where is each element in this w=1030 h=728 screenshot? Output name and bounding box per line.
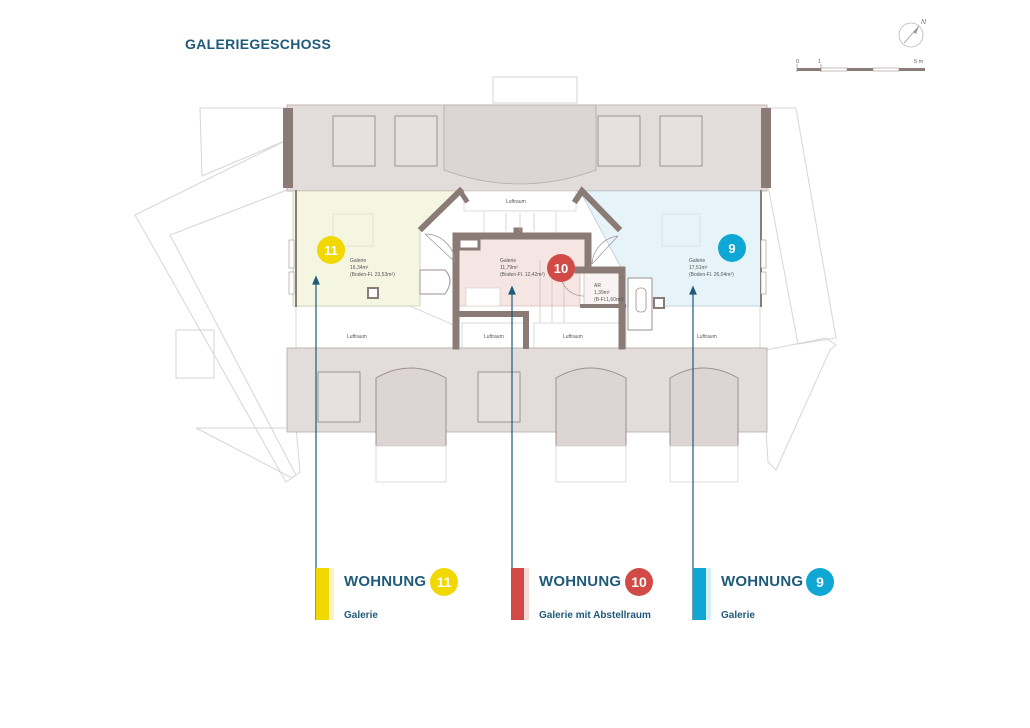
- legend-badge-10: 10: [625, 568, 653, 596]
- legend-stripe-11: [316, 568, 334, 620]
- luftraum-label-left: Luftraum: [347, 334, 367, 340]
- scale-label-1: 1: [818, 59, 821, 65]
- legend-subtitle-9: Galerie: [721, 610, 755, 621]
- legend-title-11: WOHNUNG: [344, 573, 427, 590]
- room-11-name: Galerie: [350, 258, 366, 264]
- luftraum-label-center-right: Luftraum: [563, 334, 583, 340]
- legend-title-10: WOHNUNG: [539, 573, 622, 590]
- room-9-area: 17,51m²: [689, 265, 708, 271]
- room-10-area: 11,79m²: [500, 265, 518, 271]
- side-windows: [288, 239, 767, 295]
- leader-lines: [312, 275, 697, 620]
- legend-subtitle-10: Galerie mit Abstellraum: [539, 610, 651, 621]
- luftraum-labels: Luftraum Luftraum Luftraum Luftraum Luft…: [347, 199, 717, 340]
- north-label: N: [921, 19, 927, 26]
- room-ar-area: 1,39m²: [594, 290, 610, 296]
- legend-stripe-9: [693, 568, 711, 620]
- room-badges: 11 10 9: [317, 234, 746, 282]
- room-badge-9-circle: [718, 234, 746, 262]
- luftraum-label-top: Luftraum: [506, 199, 526, 205]
- scale-label-0: 0: [796, 59, 799, 65]
- roof-top: [283, 104, 771, 192]
- room-10-name: Galerie: [500, 258, 516, 264]
- room-ar-name: AR: [594, 283, 601, 289]
- legend-title-9: WOHNUNG: [721, 573, 804, 590]
- room-10-floor-area: (Boden-Fl. 12,42m²): [500, 272, 545, 278]
- walls: [295, 186, 762, 350]
- room-badge-10: 10: [554, 261, 568, 276]
- page-title: GALERIEGESCHOSS: [185, 36, 332, 52]
- room-9-floor-area: (Boden-Fl. 26,04m²): [689, 272, 734, 278]
- legend-badge-11: 11: [430, 568, 458, 596]
- room-labels: Galerie 16,34m² (Boden-Fl. 23,53m²) Gale…: [350, 258, 734, 303]
- legend-subtitle-11: Galerie: [344, 610, 378, 621]
- room-11-area: 16,34m²: [350, 265, 369, 271]
- legend-badge-9: 9: [806, 568, 834, 596]
- door-swings: [424, 233, 619, 297]
- luftraum-label-right: Luftraum: [697, 334, 717, 340]
- room-wohnung-11: [292, 190, 461, 307]
- room-badge-11-circle: [317, 236, 345, 264]
- legend-stripe-10: [511, 568, 529, 620]
- room-9-name: Galerie: [689, 258, 705, 264]
- room-badge-10-circle: [547, 254, 575, 282]
- room-11-floor-area: (Boden-Fl. 23,53m²): [350, 272, 395, 278]
- scale-bar: 0 1 5 m: [796, 59, 925, 72]
- roof-bottom: [286, 347, 768, 483]
- luftraum-label-center-left: Luftraum: [484, 334, 504, 340]
- scale-label-5: 5 m: [914, 59, 924, 65]
- room-ar-floor-area: (B-Fl.1,60m²): [594, 297, 624, 303]
- room-badge-11: 11: [324, 243, 338, 258]
- room-badge-9: 9: [728, 241, 735, 256]
- north-arrow-icon: N: [898, 19, 927, 48]
